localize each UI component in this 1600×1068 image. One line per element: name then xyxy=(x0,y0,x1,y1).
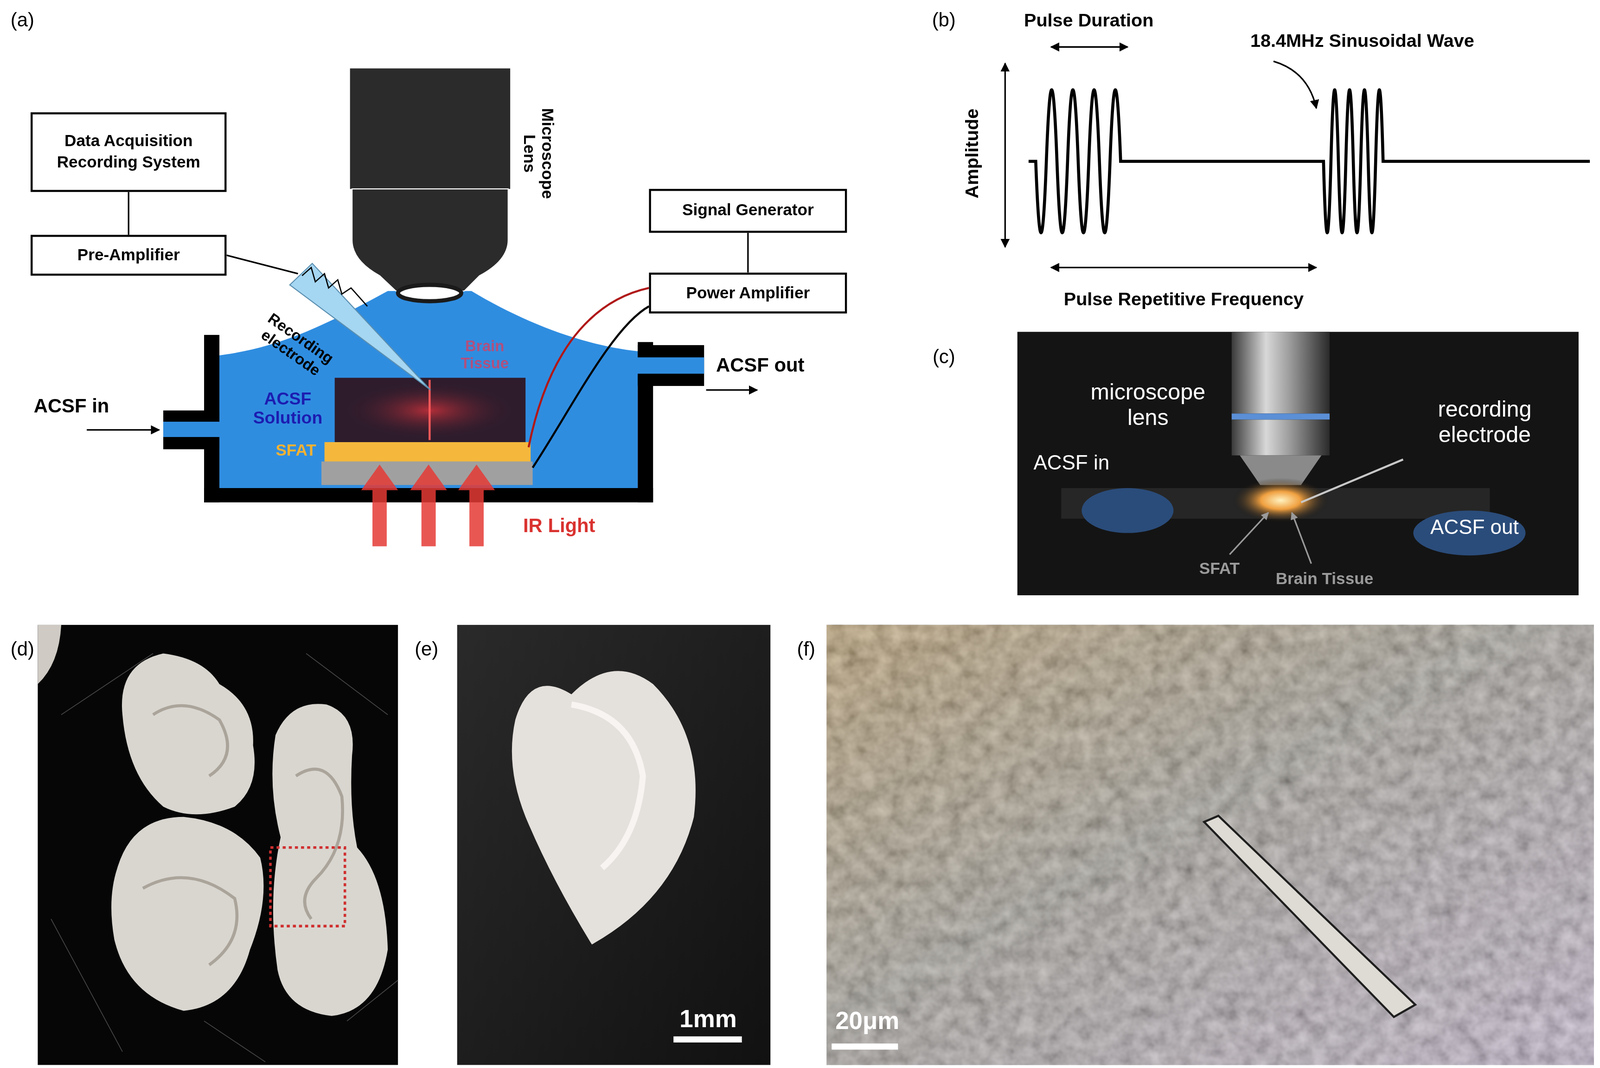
microscope-body xyxy=(350,68,511,189)
photo-ground xyxy=(37,624,398,1065)
panel-label: (d) xyxy=(1,638,43,661)
objective-lens xyxy=(397,284,461,301)
box-label: Pre-Amplifier xyxy=(77,244,180,266)
part-label: SFAT xyxy=(265,441,327,460)
part-label: ACSF Solution xyxy=(241,388,334,429)
panel-label: (f) xyxy=(785,638,827,661)
hippocampus-slice xyxy=(512,670,696,945)
ir-arrow xyxy=(410,464,448,546)
flow-label: ACSF out xyxy=(698,354,822,377)
brain-slice xyxy=(111,816,264,1011)
amplitude-arrow xyxy=(1004,63,1006,247)
fibres xyxy=(51,653,398,1062)
signal-label: Pulse Duration xyxy=(986,9,1191,32)
scale-label: 1mm xyxy=(662,1004,755,1033)
part-label: Microscope Lens xyxy=(518,92,557,214)
cable-connector xyxy=(747,232,749,273)
preamp-wire xyxy=(226,255,298,274)
absorbent-pad xyxy=(1081,487,1174,533)
prf-arrow xyxy=(1050,266,1317,269)
hippocampus-line xyxy=(295,768,343,919)
micrograph xyxy=(826,624,1594,1065)
scale-bar xyxy=(673,1036,742,1043)
acsf-solution xyxy=(219,290,638,488)
objective-photo xyxy=(1231,331,1330,414)
photo-label: microscope lens xyxy=(1081,377,1215,430)
cable-connector xyxy=(128,192,130,235)
flow-arrow xyxy=(86,428,160,431)
drive-wire-black xyxy=(532,306,650,468)
electrode-photo xyxy=(1300,459,1403,502)
tissue-texture xyxy=(826,624,1594,1065)
illumination-glow xyxy=(1231,477,1330,523)
scale-bar xyxy=(831,1043,898,1050)
objective-ring xyxy=(1231,413,1330,420)
photo-ground xyxy=(826,624,1594,1065)
instrument-box: Data Acquisition Recording System xyxy=(30,112,227,192)
part-label: IR Light xyxy=(503,514,616,537)
part-label: Recording electrode xyxy=(247,303,345,386)
signal-label: 18.4MHz Sinusoidal Wave xyxy=(1198,30,1526,52)
panel-label: (b) xyxy=(923,9,965,32)
hippocampus-line xyxy=(153,705,228,776)
electrode-wire xyxy=(301,267,368,307)
sfat-device xyxy=(324,441,531,462)
slices-photo xyxy=(37,624,398,1065)
signal-label: Pulse Repetitive Frequency xyxy=(1010,288,1357,310)
brain-slice xyxy=(121,653,255,815)
pulse-waveform xyxy=(1004,46,1590,268)
photo-label: SFAT xyxy=(1188,559,1250,578)
ir-arrow xyxy=(458,464,495,546)
outlet-channel xyxy=(634,357,705,374)
objective-photo xyxy=(1231,419,1330,456)
box-label: Data Acquisition Recording System xyxy=(40,130,217,174)
panel-label: (e) xyxy=(406,638,448,661)
box-label: Signal Generator xyxy=(682,200,814,222)
photo-label: Brain Tissue xyxy=(1253,569,1396,589)
brain-tissue xyxy=(334,377,526,442)
photo-ground xyxy=(457,624,771,1065)
instrument-box: Pre-Amplifier xyxy=(30,234,227,276)
instrument-box: Power Amplifier xyxy=(648,272,847,314)
photo-label: ACSF in xyxy=(1015,450,1128,475)
ir-arrow xyxy=(361,464,398,546)
duration-arrow xyxy=(1050,46,1128,48)
pointer-arrow xyxy=(1292,512,1312,564)
scale-label: 20μm xyxy=(816,1006,919,1035)
hippocampus-line xyxy=(142,877,237,965)
photo-label: ACSF out xyxy=(1413,514,1536,539)
flow-arrow xyxy=(706,389,758,391)
microscope-objective xyxy=(352,188,509,291)
flow-label: ACSF in xyxy=(15,395,128,418)
photo-label: recording electrode xyxy=(1408,395,1562,448)
panel-label: (c) xyxy=(923,345,965,369)
sine-bursts xyxy=(1028,89,1590,233)
inlet-channel xyxy=(163,421,223,437)
box-label: Power Amplifier xyxy=(685,282,810,304)
hippocampus-photo xyxy=(457,624,771,1065)
cell-layer xyxy=(571,704,643,868)
part-label: Brain Tissue xyxy=(448,336,521,372)
pipette-micrograph xyxy=(1203,815,1415,1017)
axis-label: Amplitude xyxy=(961,81,984,225)
brain-slice xyxy=(272,703,388,1016)
pointer-arrow xyxy=(1229,512,1269,555)
slice-edge xyxy=(37,624,62,685)
drive-wire-red xyxy=(528,288,650,448)
callout-arrow xyxy=(1273,61,1317,109)
panel-label: (a) xyxy=(1,9,43,32)
instrument-box: Signal Generator xyxy=(648,188,847,233)
selection-box xyxy=(270,847,346,926)
